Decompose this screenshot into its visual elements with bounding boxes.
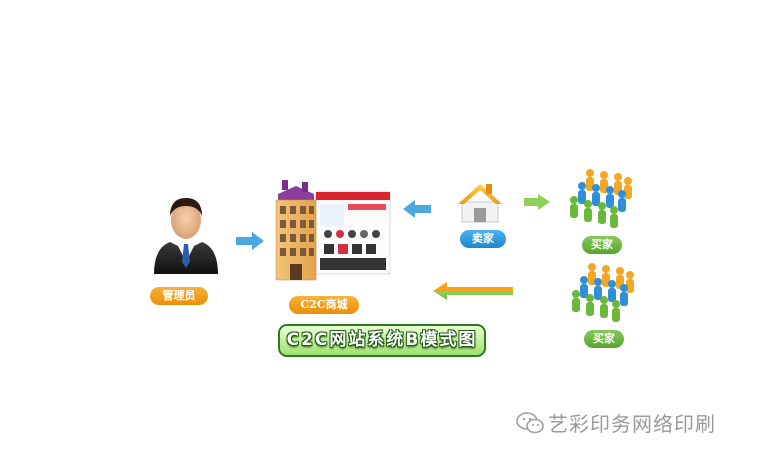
seller-house-icon xyxy=(456,178,504,226)
buyers-crowd-icon-2 xyxy=(568,262,638,328)
mall-building-illustration xyxy=(268,180,393,285)
admin-figure xyxy=(150,192,222,274)
wechat-icon xyxy=(515,410,545,440)
buyer-label-1: 买家 xyxy=(582,236,622,254)
arrow-right-green xyxy=(524,194,550,214)
buyer-label-2: 买家 xyxy=(584,330,624,348)
arrow-left-blue xyxy=(403,200,431,222)
arrow-right-blue xyxy=(236,232,264,254)
seller-label: 卖家 xyxy=(460,230,506,248)
watermark-text: 艺彩印务网络印刷 xyxy=(548,412,716,436)
diagram-title: C2C网站系统B模式图 xyxy=(278,324,486,357)
mall-label: C2C商城 xyxy=(289,296,359,314)
buyers-crowd-icon xyxy=(566,168,636,234)
admin-label: 管理员 xyxy=(150,287,208,305)
arrow-left-long xyxy=(433,282,513,304)
